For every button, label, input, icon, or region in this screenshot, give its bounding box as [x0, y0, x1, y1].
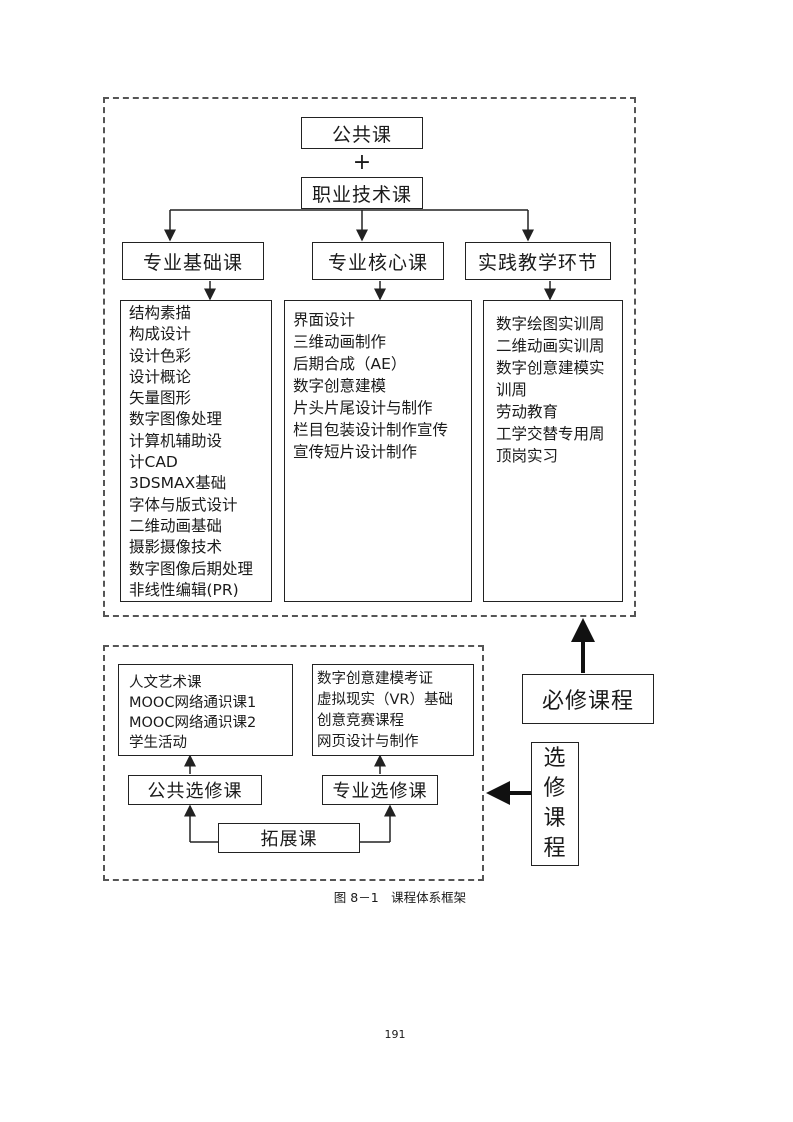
- extension-course-box: 拓展课: [218, 823, 360, 853]
- list-item: 设计概论: [129, 367, 192, 386]
- vocational-course-label: 职业技术课: [311, 183, 412, 206]
- list-item: 矢量图形: [129, 389, 192, 408]
- professional-elective-list: 数字创意建模考证 虚拟现实（VR）基础 创意竞赛课程 网页设计与制作: [312, 664, 474, 756]
- required-courses-label-box: 必修课程: [522, 674, 654, 724]
- required-courses-label: 必修课程: [541, 689, 634, 714]
- list-item: 界面设计: [293, 311, 356, 329]
- list-item: 数字绘图实训周: [496, 315, 605, 333]
- list-item: 数字创意建模实: [496, 359, 605, 377]
- elective-courses-label-box: 选 修 课 程: [531, 742, 579, 866]
- list-item: 栏目包装设计制作宣传: [293, 421, 449, 439]
- elective-label-char: 程: [543, 836, 567, 861]
- list-item: 人文艺术课: [129, 675, 202, 691]
- list-item: 数字创意建模: [293, 377, 387, 395]
- elective-label-char: 选: [543, 746, 567, 771]
- list-item: 虚拟现实（VR）基础: [317, 692, 453, 708]
- list-item: 劳动教育: [496, 403, 559, 421]
- column-title-practice: 实践教学环节: [465, 242, 611, 280]
- list-item: 顶岗实习: [496, 447, 559, 465]
- list-item: 字体与版式设计: [129, 495, 238, 514]
- public-elective-list: 人文艺术课 MOOC网络通识课1 MOOC网络通识课2 学生活动: [118, 664, 293, 756]
- list-item: 创意竞赛课程: [317, 713, 404, 729]
- list-item: 计CAD: [129, 453, 178, 472]
- public-elective-box: 公共选修课: [128, 775, 262, 805]
- vocational-course-box: 职业技术课: [301, 177, 423, 209]
- list-item: 数字创意建模考证: [317, 671, 433, 687]
- list-item: 训周: [496, 381, 528, 399]
- column-title-core: 专业核心课: [312, 242, 444, 280]
- list-item: 非线性编辑(PR): [129, 580, 239, 599]
- column-title-label: 专业核心课: [327, 251, 428, 274]
- column-title-label: 实践教学环节: [477, 251, 598, 274]
- list-item: 设计色彩: [129, 346, 192, 365]
- plus-sign: +: [352, 150, 372, 175]
- elective-label-char: 修: [543, 776, 567, 801]
- list-item: 后期合成（AE）: [293, 355, 407, 373]
- page-number: 191: [384, 1028, 406, 1041]
- column-title-label: 专业基础课: [142, 251, 243, 274]
- list-item: 工学交替专用周: [496, 425, 605, 443]
- required-courses-region: [103, 97, 636, 617]
- professional-elective-box: 专业选修课: [322, 775, 438, 805]
- list-item: 宣传短片设计制作: [293, 443, 418, 461]
- extension-course-label: 拓展课: [260, 829, 318, 850]
- figure-caption: 图 8－1 课程体系框架: [333, 890, 467, 905]
- list-item: 数字图像处理: [129, 410, 223, 429]
- list-item: 三维动画制作: [293, 333, 387, 351]
- list-item: 3DSMAX基础: [129, 474, 227, 493]
- list-item: 结构素描: [129, 304, 192, 322]
- list-item: MOOC网络通识课2: [129, 715, 257, 731]
- list-item: 二维动画实训周: [496, 337, 605, 355]
- practice-course-list: 数字绘图实训周 二维动画实训周 数字创意建模实 训周 劳动教育 工学交替专用周 …: [483, 300, 623, 602]
- professional-elective-label: 专业选修课: [332, 781, 428, 802]
- list-item: 二维动画基础: [129, 516, 223, 535]
- core-course-list: 界面设计 三维动画制作 后期合成（AE） 数字创意建模 片头片尾设计与制作 栏目…: [284, 300, 472, 602]
- public-elective-label: 公共选修课: [147, 781, 243, 802]
- list-item: 学生活动: [129, 735, 187, 751]
- list-item: 计算机辅助设: [129, 431, 223, 450]
- elective-courses-region: [103, 645, 484, 881]
- public-course-label: 公共课: [331, 123, 392, 146]
- foundation-course-list: 结构素描 构成设计 设计色彩 设计概论 矢量图形 数字图像处理 计算机辅助设 计…: [120, 300, 272, 602]
- list-item: 片头片尾设计与制作: [293, 399, 433, 417]
- public-course-box: 公共课: [301, 117, 423, 149]
- list-item: MOOC网络通识课1: [129, 695, 257, 711]
- list-item: 数字图像后期处理: [129, 559, 254, 578]
- list-item: 摄影摄像技术: [129, 538, 223, 557]
- column-title-foundation: 专业基础课: [122, 242, 264, 280]
- elective-label-char: 课: [543, 806, 567, 831]
- list-item: 网页设计与制作: [317, 734, 419, 750]
- list-item: 构成设计: [129, 325, 192, 344]
